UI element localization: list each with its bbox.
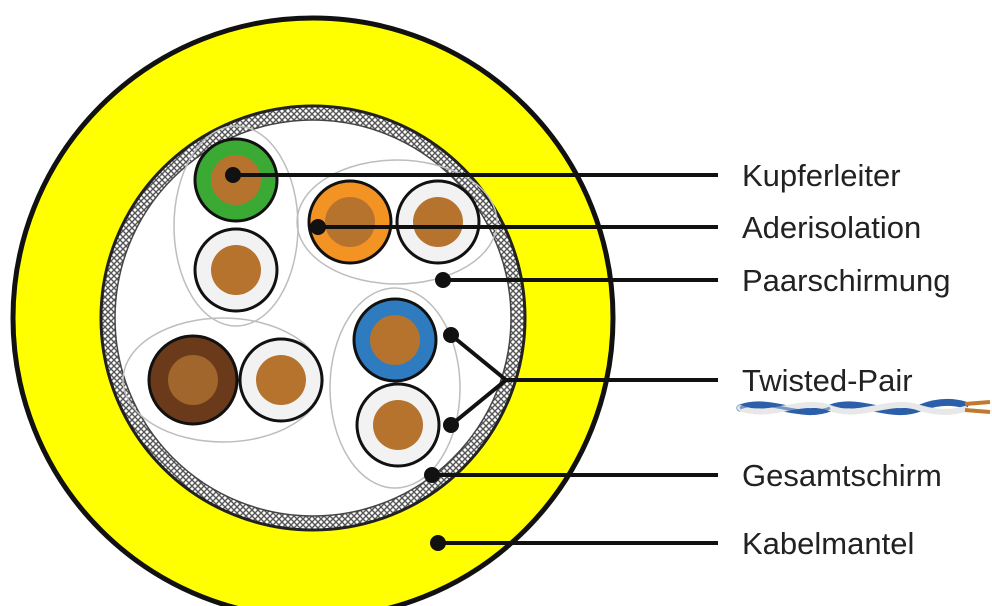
core-white-4	[355, 382, 441, 468]
leader-lines	[233, 173, 718, 545]
label-aderisolation: Aderisolation	[742, 210, 921, 245]
core-orange	[307, 179, 393, 265]
core-white-2	[395, 179, 481, 265]
core-white-3	[238, 337, 324, 423]
twisted-pair-illustration	[736, 398, 991, 415]
core-brown	[147, 334, 239, 426]
label-kabelmantel: Kabelmantel	[742, 526, 914, 561]
core-white-1	[193, 227, 279, 313]
pair-shield-blue-white	[329, 287, 461, 489]
label-paarschirmung: Paarschirmung	[742, 263, 950, 298]
label-twisted-pair: Twisted-Pair	[742, 363, 913, 398]
label-kupferleiter: Kupferleiter	[742, 158, 901, 193]
label-gesamtschirm: Gesamtschirm	[742, 458, 942, 493]
core-blue	[352, 297, 438, 383]
leader-dots	[225, 167, 459, 551]
cable-interior	[114, 119, 512, 517]
pair-shield-orange-white	[296, 159, 498, 285]
pair-shield-green-white	[173, 125, 299, 327]
